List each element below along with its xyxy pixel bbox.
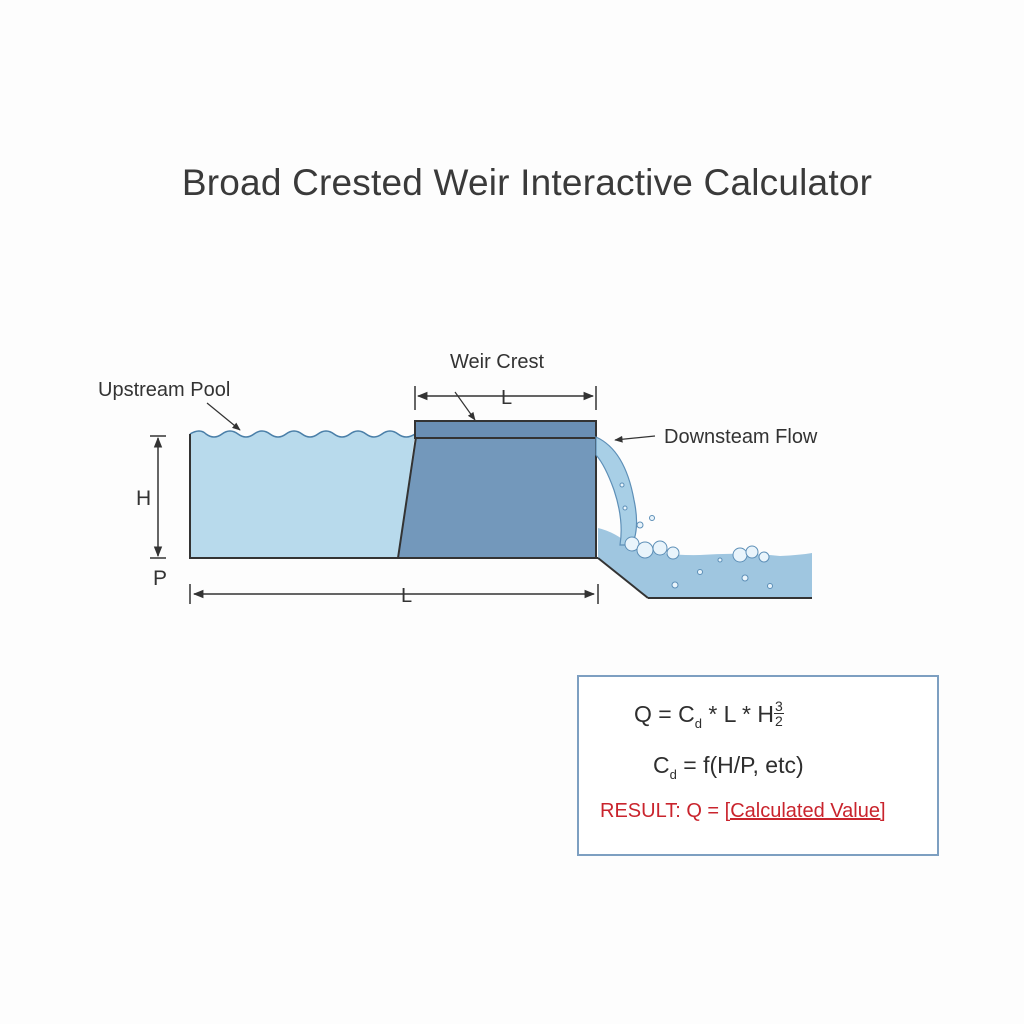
weir-crest-cap xyxy=(414,420,597,439)
weir-crest-leader xyxy=(454,391,476,421)
weir-height-label: P xyxy=(153,567,167,590)
formula-q-lhs: Q = C xyxy=(634,701,695,727)
upstream-pool-water xyxy=(190,431,415,558)
page-title: Broad Crested Weir Interactive Calculato… xyxy=(181,162,873,203)
upstream-surface-waves xyxy=(189,430,416,438)
formula-cd-subscript: d xyxy=(669,767,677,782)
formula-q-subscript: d xyxy=(694,716,702,731)
formula-cd-rhs: = f(H/P, etc) xyxy=(676,752,804,778)
upstream-pool-leader xyxy=(206,402,241,431)
downstream-flow-leader xyxy=(614,435,656,443)
formula-exponent-denominator: 2 xyxy=(774,713,783,730)
result-value: [Calculated Value] xyxy=(724,800,886,822)
splash-foam xyxy=(619,482,773,589)
upstream-pool-label: Upstream Pool xyxy=(98,379,230,401)
overflow-jet xyxy=(595,436,638,546)
head-label: H xyxy=(136,487,151,510)
result-line: RESULT: Q = [Calculated Value] xyxy=(600,800,886,823)
channel-length-label: L xyxy=(401,585,412,607)
crest-length-label: L xyxy=(501,387,512,409)
formula-cd-lhs: C xyxy=(653,752,670,778)
downstream-bed-slope xyxy=(597,557,649,599)
weir-body xyxy=(396,436,597,559)
formula-q-mid: * L * H xyxy=(701,701,774,727)
weir-crest-label: Weir Crest xyxy=(450,351,545,373)
formula-exponent-numerator: 3 xyxy=(773,698,784,715)
downstream-water xyxy=(598,528,812,598)
downstream-flow-label: Downsteam Flow xyxy=(664,426,818,448)
result-label: RESULT: Q = xyxy=(600,800,725,822)
coefficient-formula: Cd = f(H/P, etc) xyxy=(653,752,804,782)
